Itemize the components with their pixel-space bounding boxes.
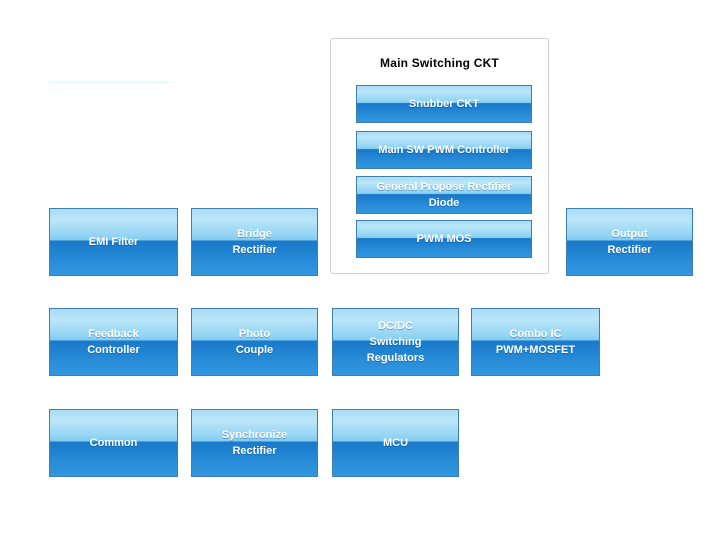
block-label: Snubber CKT (408, 98, 480, 110)
block-output-rectifier[interactable]: Output Rectifier (566, 208, 693, 276)
top-left-hairline (50, 82, 172, 83)
block-label: General Propose Rectifier Diode (376, 181, 512, 209)
block-label: Bridge Rectifier (232, 228, 277, 256)
block-snubber-ckt[interactable]: Snubber CKT (356, 85, 532, 123)
block-bridge-rectifier[interactable]: Bridge Rectifier (191, 208, 318, 276)
block-photo-couple[interactable]: Photo Couple (191, 308, 318, 376)
block-dc-dc-switching-regulators[interactable]: DC/DC Switching Regulators (332, 308, 459, 376)
block-label: Common (89, 437, 138, 449)
block-feedback-controller[interactable]: Feedback Controller (49, 308, 178, 376)
block-emi-filter[interactable]: EMI Filter (49, 208, 178, 276)
block-label: EMI Filter (88, 236, 139, 248)
block-label: Synchronize Rectifier (221, 429, 288, 457)
block-label: Main SW PWM Controller (378, 144, 510, 156)
block-combo-ic-pwm-plus-mosfet[interactable]: Combo IC PWM+MOSFET (471, 308, 600, 376)
group-panel-title: Main Switching CKT (380, 56, 499, 70)
block-label: MCU (382, 437, 409, 449)
block-label: PWM MOS (416, 233, 472, 245)
block-label: Feedback Controller (87, 328, 140, 356)
block-main-sw-pwm-controller[interactable]: Main SW PWM Controller (356, 131, 532, 169)
block-label: Output Rectifier (607, 228, 652, 256)
block-label: DC/DC Switching Regulators (366, 320, 425, 364)
block-label: Combo IC PWM+MOSFET (495, 328, 576, 356)
block-pwm-mos[interactable]: PWM MOS (356, 220, 532, 258)
block-general-propose-rectifier-diode[interactable]: General Propose Rectifier Diode (356, 176, 532, 214)
block-synchronize-rectifier[interactable]: Synchronize Rectifier (191, 409, 318, 477)
block-common[interactable]: Common (49, 409, 178, 477)
block-mcu[interactable]: MCU (332, 409, 459, 477)
block-label: Photo Couple (235, 328, 274, 356)
